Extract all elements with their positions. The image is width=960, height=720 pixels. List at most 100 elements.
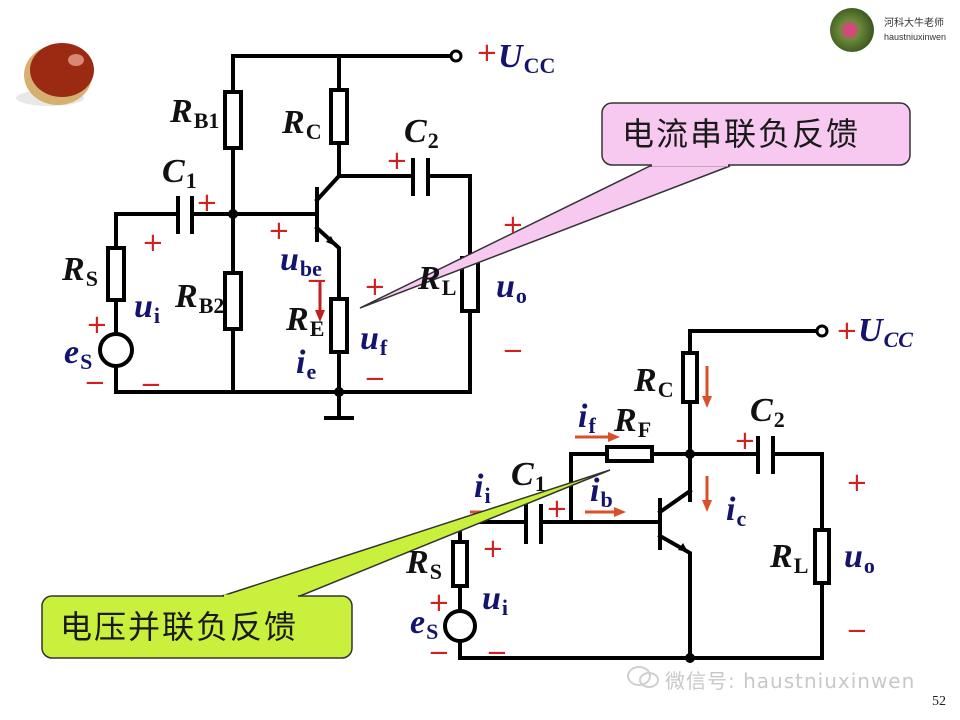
top-c1-plus: +: [196, 188, 218, 218]
bottom-c1-label: C1: [511, 458, 546, 495]
top-rs-resistor: [106, 246, 126, 302]
top-uo-minus: −: [502, 336, 524, 366]
top-ie-label: ie: [296, 346, 316, 383]
top-transistor-emitter: [314, 225, 341, 394]
brand-name: 河科大牛老师: [884, 18, 944, 29]
bottom-es-minus: −: [428, 638, 450, 668]
bottom-c1-capacitor: [524, 504, 543, 544]
wechat-icon: [627, 666, 659, 688]
top-rb1-symbol: R: [170, 93, 193, 130]
top-c2-wire: [337, 174, 472, 394]
top-supply-label: UCC: [498, 40, 555, 77]
bottom-supply-label: UCC: [858, 314, 913, 351]
top-rb2-resistor: [223, 271, 243, 331]
top-uf-symbol: u: [360, 320, 379, 357]
bottom-rf-wire: [569, 452, 824, 660]
bottom-if-label: if: [578, 400, 596, 437]
top-rb1-sub: B1: [193, 108, 220, 133]
bottom-ib-arrowhead: [614, 507, 626, 517]
top-rl-sub: L: [441, 275, 457, 300]
bottom-c1-symbol: C: [511, 456, 534, 493]
top-ube-plus: +: [268, 216, 290, 246]
top-re-label: RE: [286, 303, 324, 340]
bottom-transistor-collector: [657, 488, 693, 515]
bottom-supply-plus: +: [836, 316, 858, 346]
top-rs-wire: [114, 212, 472, 394]
top-ie-symbol: i: [296, 344, 306, 381]
bottom-es-source: [443, 609, 477, 643]
chestnut-image: [16, 43, 94, 106]
bottom-c2-sub: 2: [773, 407, 785, 432]
top-uo-sub: o: [515, 283, 527, 308]
bottom-rl-symbol: R: [770, 538, 793, 575]
top-c2-capacitor: [411, 158, 430, 196]
bottom-rs-sub: S: [429, 559, 442, 584]
callout-top-box: [601, 102, 911, 166]
bottom-rl-label: RL: [770, 540, 808, 577]
top-es-sub: S: [80, 349, 93, 374]
bottom-rf-sub: F: [637, 417, 652, 442]
callout-bottom-box: [41, 595, 353, 659]
bottom-rf-label: RF: [614, 404, 651, 441]
bottom-c1-sub: 1: [534, 471, 546, 496]
top-ui-label: ui: [134, 290, 160, 327]
top-uo-plus: +: [502, 210, 524, 240]
top-rb1-resistor: [223, 90, 243, 150]
bottom-rc-label: RC: [634, 364, 674, 401]
top-c1-capacitor: [176, 196, 194, 234]
bottom-ground-node: [685, 653, 695, 663]
top-rb2-label: RB2: [175, 280, 224, 317]
top-rc-label: RC: [282, 106, 322, 143]
top-c1-sub: 1: [185, 168, 197, 193]
bottom-ui-symbol: u: [482, 580, 501, 617]
top-rs-sub: S: [85, 266, 98, 291]
top-uo-label: uo: [496, 270, 527, 307]
bottom-ui-sub: i: [501, 595, 509, 620]
bottom-emitter-arrowhead: [678, 543, 688, 552]
bottom-rl-resistor: [813, 528, 831, 585]
top-emitter-arrowhead: [326, 236, 336, 246]
bottom-es-label: eS: [410, 606, 438, 643]
bottom-ui-minus: −: [486, 638, 508, 668]
top-c1-label: C1: [162, 155, 197, 192]
top-es-source: [98, 332, 134, 368]
top-re-symbol: R: [286, 301, 309, 338]
bottom-ic-sub: c: [736, 506, 747, 531]
top-re-sub: E: [309, 316, 325, 341]
top-rb1-label: RB1: [170, 95, 219, 132]
bottom-uo-label: uo: [844, 540, 875, 577]
bottom-supply-sub: CC: [883, 327, 913, 352]
bottom-ic-symbol: i: [726, 491, 736, 528]
bottom-c2-label: C2: [750, 394, 785, 431]
watermark-text: 微信号: haustniuxinwen: [665, 669, 916, 693]
bottom-transistor-emitter: [657, 533, 692, 660]
bottom-ii-label: ii: [474, 470, 491, 507]
top-c2-symbol: C: [404, 113, 427, 150]
top-uf-sub: f: [379, 335, 388, 360]
top-rl-label: RL: [418, 262, 456, 299]
top-supply-terminal: [449, 49, 463, 63]
top-rl-symbol: R: [418, 260, 441, 297]
top-c2-plus: +: [386, 146, 408, 176]
bottom-rc-symbol: R: [634, 362, 657, 399]
bottom-rs-label: RS: [406, 546, 442, 583]
top-rs-symbol: R: [62, 251, 85, 288]
page-number: 52: [932, 694, 946, 709]
top-base-node: [228, 209, 238, 219]
top-es-symbol: e: [64, 334, 80, 371]
bottom-supply-terminal: [815, 324, 829, 338]
bottom-rl-sub: L: [793, 553, 809, 578]
brand-avatar: [830, 8, 874, 52]
bottom-es-symbol: e: [410, 604, 426, 641]
top-ube-sub: be: [299, 256, 322, 281]
bottom-ui-label: ui: [482, 582, 508, 619]
chestnut-shine: [68, 54, 84, 66]
top-ui-minus: −: [140, 370, 162, 400]
top-rs-label: RS: [62, 253, 98, 290]
top-c2-label: C2: [404, 115, 439, 152]
top-re-resistor: [329, 297, 349, 354]
bottom-ib-symbol: i: [590, 472, 600, 509]
top-c1-symbol: C: [162, 153, 185, 190]
